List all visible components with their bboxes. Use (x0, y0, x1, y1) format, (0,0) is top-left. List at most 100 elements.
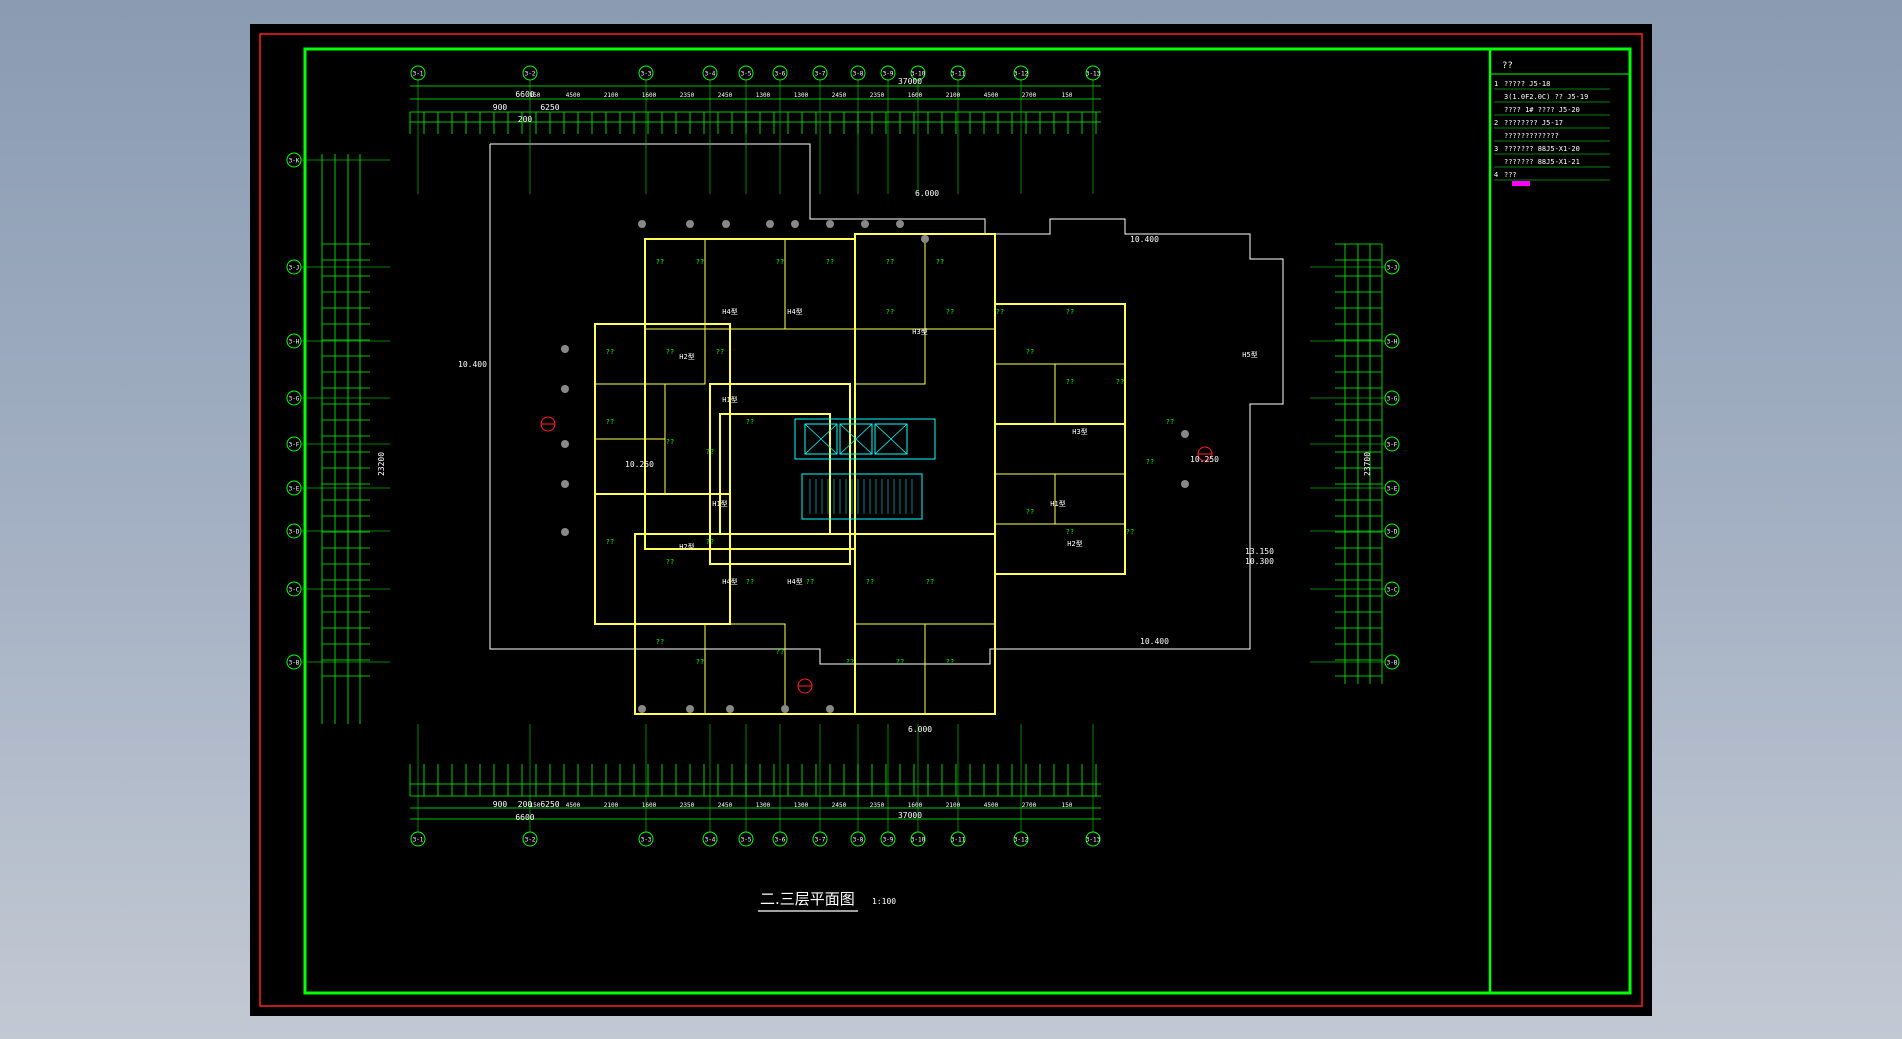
unit-type-label: H5型 (1242, 350, 1257, 359)
axis-right-bubble-label: 3-F (1387, 442, 1398, 449)
room-outline (994, 363, 1056, 425)
top-seg-dim: 4500 (566, 92, 581, 99)
bottom-seg-dim: 1300 (756, 802, 771, 809)
room-name-label: ?? (1126, 528, 1134, 536)
column-dot (561, 345, 569, 353)
axis-bottom-bubble-label: 3-11 (951, 837, 966, 844)
unit-type-label: H1型 (722, 395, 737, 404)
column-dot (1181, 430, 1189, 438)
room-name-label: ?? (696, 258, 704, 266)
top-seg-dim: 1300 (794, 92, 809, 99)
bottom-seg-dim: 150 (530, 802, 541, 809)
axis-top-bubble-label: 3-7 (815, 71, 826, 78)
unit-type-label: H2型 (1067, 539, 1082, 548)
left-total-dim: 23200 (377, 452, 386, 476)
room-name-label: ?? (996, 308, 1004, 316)
room-name-label: ?? (866, 578, 874, 586)
bottom-200-dim: 200 (518, 800, 533, 809)
unit-type-label: H4型 (787, 577, 802, 586)
drawing-frame (303, 47, 1632, 995)
column-dot (826, 705, 834, 713)
axis-bottom-bubble-label: 3-8 (853, 837, 864, 844)
core-element (839, 423, 873, 455)
axis-bottom-bubble-label: 3-6 (775, 837, 786, 844)
elev-left-roof: 10.400 (458, 360, 487, 369)
axis-top-bubble-label: 3-5 (741, 71, 752, 78)
axis-top-bubble-label: 3-13 (1086, 71, 1101, 78)
top-200-dim: 200 (518, 115, 533, 124)
note-number: 3 (1494, 145, 1498, 153)
axis-bottom-bubble-label: 3-1 (413, 837, 424, 844)
bottom-seg-dim: 1300 (794, 802, 809, 809)
bottom-seg-dim: 1600 (908, 802, 923, 809)
elevator-cross (874, 423, 908, 455)
axis-right-bubble-label: 3-E (1387, 486, 1398, 493)
wall-block (994, 423, 1126, 575)
elevator-cross (839, 423, 873, 455)
axis-left-bubble-label: 3-E (289, 486, 300, 493)
column-dot (561, 440, 569, 448)
floor-plan-svg[interactable]: ?? 1????? J5-183(1.0F2.0C) ?? J5-19???? … (250, 24, 1652, 1016)
elev-right-mid: 13.150 (1245, 547, 1274, 556)
bottom-seg-dim: 2100 (604, 802, 619, 809)
top-seg-dim: 2350 (680, 92, 695, 99)
elev-right-roof-bottom: 10.400 (1140, 637, 1169, 646)
axis-bottom-bubble-label: 3-12 (1014, 837, 1029, 844)
column-dot (722, 220, 730, 228)
outer-border (259, 33, 1643, 1007)
unit-type-label: H4型 (722, 307, 737, 316)
room-outline (994, 473, 1056, 525)
room-outline (704, 238, 786, 330)
core-element (794, 418, 936, 460)
top-seg-dim: 2100 (604, 92, 619, 99)
wall-block (644, 238, 856, 550)
note-number: 1 (1494, 80, 1498, 88)
axis-left-bubble-label: 3-G (289, 396, 300, 403)
core-element (874, 423, 908, 455)
axis-top-bubble-label: 3-3 (641, 71, 652, 78)
axis-bottom-bubble-label: 3-9 (883, 837, 894, 844)
note-text: ????????????? (1504, 132, 1559, 140)
axis-left-bubble-label: 3-D (289, 529, 300, 536)
room-name-label: ?? (946, 658, 954, 666)
room-outline (1054, 473, 1126, 525)
room-outline (854, 623, 926, 715)
legend-swatch (1512, 181, 1530, 186)
top-sub-dim: 6250 (540, 103, 559, 112)
column-dot (861, 220, 869, 228)
elev-right-roof-top: 10.400 (1130, 235, 1159, 244)
drawing-scale: 1:100 (872, 897, 896, 906)
note-text: ???????? J5-17 (1504, 119, 1563, 127)
elev-bottom-level: 6.000 (908, 725, 932, 734)
top-seg-dim: 2450 (718, 92, 733, 99)
room-name-label: ?? (746, 578, 754, 586)
room-name-label: ?? (1066, 378, 1074, 386)
bottom-900-dim: 900 (493, 800, 508, 809)
room-name-label: ?? (846, 658, 854, 666)
room-outline (704, 623, 786, 715)
axis-bottom-bubble-label: 3-4 (705, 837, 716, 844)
axis-right-bubble-label: 3-D (1387, 529, 1398, 536)
top-seg-dim: 150 (530, 92, 541, 99)
axis-bottom-bubble-label: 3-5 (741, 837, 752, 844)
axis-left-bubble-label: 3-C (289, 587, 300, 594)
column-dot (638, 220, 646, 228)
note-number: 4 (1494, 171, 1498, 179)
column-dot (561, 385, 569, 393)
column-dot (791, 220, 799, 228)
room-name-label: ?? (666, 348, 674, 356)
unit-type-label: H1型 (712, 499, 727, 508)
top-total-dim: 37000 (898, 77, 922, 86)
axis-bottom-bubble-label: 3-7 (815, 837, 826, 844)
room-name-label: ?? (656, 258, 664, 266)
column-dot (686, 220, 694, 228)
top-seg-dim: 2700 (1022, 92, 1037, 99)
elevator-cross (804, 423, 838, 455)
room-name-label: ?? (606, 348, 614, 356)
room-name-label: ?? (606, 538, 614, 546)
axis-top-bubble-label: 3-9 (883, 71, 894, 78)
axis-top-bubble-label: 3-10 (911, 71, 926, 78)
bottom-left-dim: 6600 (515, 813, 534, 822)
axis-top-bubble-label: 3-4 (705, 71, 716, 78)
